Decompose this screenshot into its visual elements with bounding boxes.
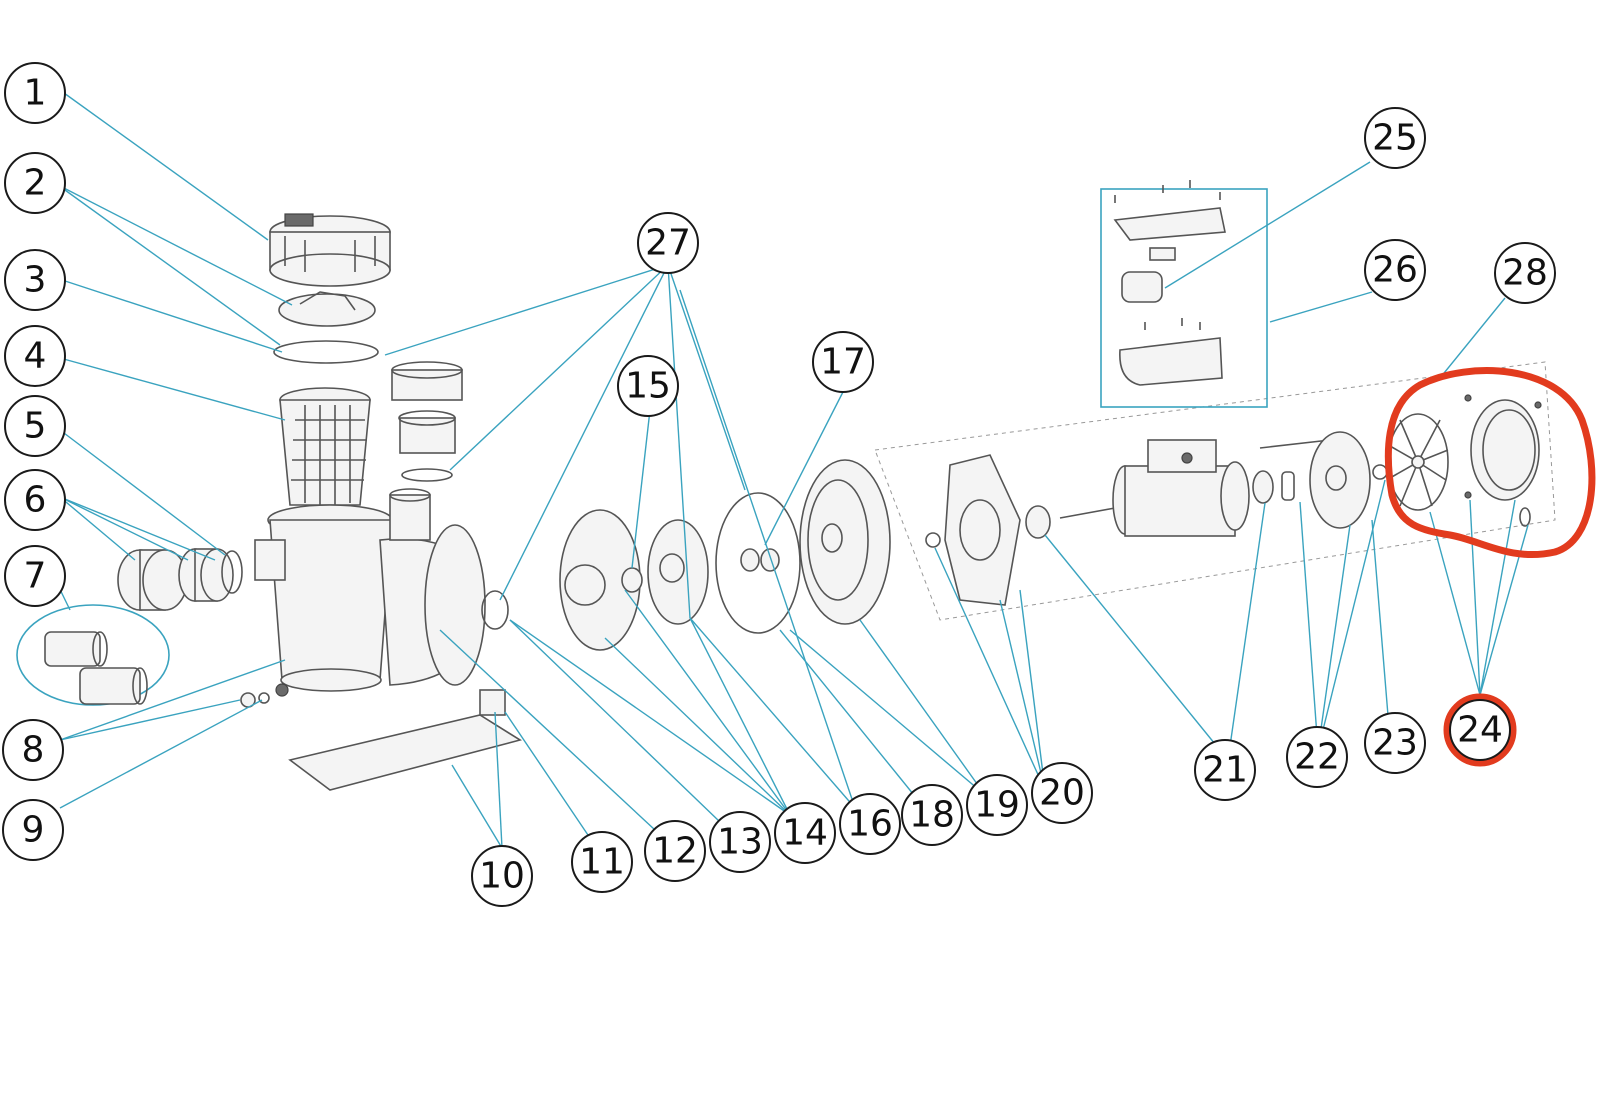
svg-text:19: 19 xyxy=(974,785,1020,826)
svg-text:26: 26 xyxy=(1372,250,1418,291)
union-fittings-top xyxy=(391,361,463,482)
svg-text:9: 9 xyxy=(22,810,45,851)
callout-15: 15 xyxy=(617,355,679,417)
motor xyxy=(1059,439,1250,537)
callout-6: 6 xyxy=(4,469,66,531)
callout-3: 3 xyxy=(4,249,66,311)
callout-28: 28 xyxy=(1494,242,1556,304)
lid-o-ring xyxy=(273,340,379,364)
svg-text:7: 7 xyxy=(24,556,47,597)
svg-text:8: 8 xyxy=(22,730,45,771)
strainer-lid xyxy=(269,213,391,287)
svg-text:20: 20 xyxy=(1039,773,1085,814)
fan-cover xyxy=(1464,394,1542,527)
tail-pieces xyxy=(16,604,170,706)
callout-17: 17 xyxy=(812,331,874,393)
callout-26: 26 xyxy=(1364,239,1426,301)
callout-2: 2 xyxy=(4,152,66,214)
callout-22: 22 xyxy=(1286,726,1348,788)
svg-text:17: 17 xyxy=(820,342,866,383)
svg-text:2: 2 xyxy=(24,163,47,204)
svg-text:21: 21 xyxy=(1202,750,1248,791)
svg-text:11: 11 xyxy=(579,842,625,883)
front-bearing xyxy=(1025,505,1051,539)
mechanical-seal xyxy=(740,548,780,572)
svg-text:10: 10 xyxy=(479,856,525,897)
svg-text:3: 3 xyxy=(24,260,47,301)
svg-text:24: 24 xyxy=(1457,710,1503,751)
svg-text:27: 27 xyxy=(645,223,691,264)
motor-fan xyxy=(1387,413,1449,511)
callout-4: 4 xyxy=(4,325,66,387)
callout-24: 24 xyxy=(1449,699,1511,761)
leader-lines xyxy=(52,92,1529,849)
impeller-nut xyxy=(621,567,643,593)
svg-text:25: 25 xyxy=(1372,118,1418,159)
callout-19: 19 xyxy=(966,774,1028,836)
callout-25: 25 xyxy=(1364,107,1426,169)
svg-text:28: 28 xyxy=(1502,253,1548,294)
svg-text:6: 6 xyxy=(24,480,47,521)
callout-10: 10 xyxy=(471,845,533,907)
callout-8: 8 xyxy=(2,719,64,781)
diffuser xyxy=(481,509,641,651)
callout-18: 18 xyxy=(901,784,963,846)
svg-text:22: 22 xyxy=(1294,737,1340,778)
callout-7: 7 xyxy=(4,545,66,607)
callout-27: 27 xyxy=(637,212,699,274)
callout-9: 9 xyxy=(2,799,64,861)
callout-11: 11 xyxy=(571,831,633,893)
svg-text:16: 16 xyxy=(847,804,893,845)
callout-16: 16 xyxy=(839,793,901,855)
rear-end-bell xyxy=(1252,431,1388,529)
svg-text:12: 12 xyxy=(652,831,698,872)
pump-base xyxy=(288,689,522,791)
svg-text:14: 14 xyxy=(782,813,828,854)
callout-20: 20 xyxy=(1031,762,1093,824)
svg-text:1: 1 xyxy=(24,73,47,114)
callout-13: 13 xyxy=(709,811,771,873)
seal-plate xyxy=(799,459,891,625)
svg-text:4: 4 xyxy=(24,336,47,377)
callout-12: 12 xyxy=(644,820,706,882)
callout-14: 14 xyxy=(774,802,836,864)
impeller xyxy=(647,519,709,625)
fan-highlight-outline xyxy=(1384,367,1596,559)
callout-1: 1 xyxy=(4,62,66,124)
strainer-basket xyxy=(279,387,371,506)
pump-body xyxy=(254,488,486,697)
callout-21: 21 xyxy=(1194,739,1256,801)
lid-cover xyxy=(278,291,376,327)
union-fittings-left xyxy=(117,548,243,611)
callout-5: 5 xyxy=(4,395,66,457)
svg-text:5: 5 xyxy=(24,406,47,447)
svg-text:15: 15 xyxy=(625,366,671,407)
svg-text:23: 23 xyxy=(1372,723,1418,764)
callout-23: 23 xyxy=(1364,712,1426,774)
callout-24-highlight-ring xyxy=(1443,693,1517,767)
motor-flange xyxy=(925,454,1021,606)
seal-o-ring xyxy=(715,492,801,634)
svg-text:18: 18 xyxy=(909,795,955,836)
svg-text:13: 13 xyxy=(717,822,763,863)
terminal-box-inset xyxy=(1100,180,1268,408)
